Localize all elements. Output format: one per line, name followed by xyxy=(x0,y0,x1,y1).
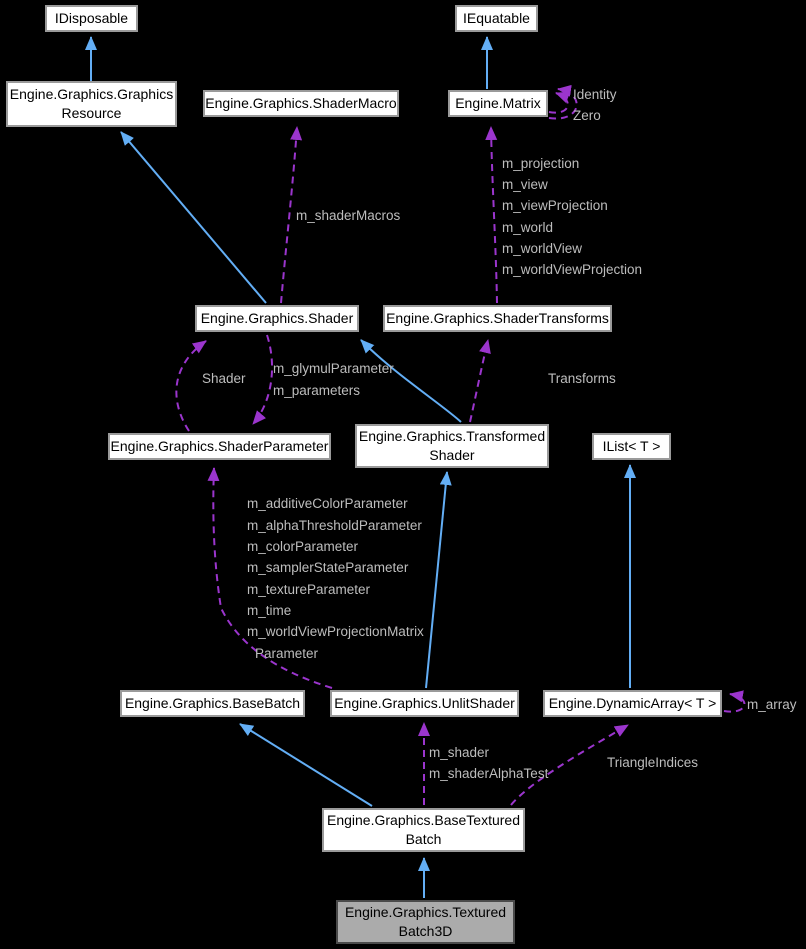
node-label: Shader xyxy=(429,447,475,463)
node-shader-transforms[interactable]: Engine.Graphics.ShaderTransforms xyxy=(383,305,612,332)
edge-label-identity: Identity xyxy=(573,87,617,102)
edge-shaderparameter-shader xyxy=(175,340,207,432)
edge-label-m-parameters: m_parameters xyxy=(273,383,361,398)
edge-label-m-projection: m_projection xyxy=(502,156,580,171)
node-shader[interactable]: Engine.Graphics.Shader xyxy=(195,305,359,332)
edge-label-m-world: m_world xyxy=(502,220,554,235)
node-shader-macro[interactable]: Engine.Graphics.ShaderMacro xyxy=(203,90,399,117)
edge-matrix-self-zero xyxy=(548,84,578,120)
node-label: IEquatable xyxy=(463,10,530,26)
node-unlit-shader[interactable]: Engine.Graphics.UnlitShader xyxy=(330,690,519,717)
edge-label-m-color-parameter: m_colorParameter xyxy=(247,539,359,554)
edge-label-zero: Zero xyxy=(573,108,601,123)
edge-label-m-additive-color-parameter: m_additiveColorParameter xyxy=(247,496,408,511)
node-label: Engine.Graphics.ShaderTransforms xyxy=(386,310,609,326)
node-label: IDisposable xyxy=(54,10,129,26)
node-label: Engine.Graphics.Textured xyxy=(344,904,507,920)
edge-label-m-glymul-parameter: m_glymulParameter xyxy=(273,361,394,376)
edge-unlitshader-shaderparameter xyxy=(207,467,333,689)
node-label: Engine.Graphics.Graphics xyxy=(9,86,174,102)
edge-label-m-texture-parameter: m_textureParameter xyxy=(247,582,371,597)
edge-label-transforms: Transforms xyxy=(548,371,616,386)
edge-label-m-sampler-state-parameter: m_samplerStateParameter xyxy=(247,560,409,575)
edge-label-m-view: m_view xyxy=(502,177,548,192)
node-label: Resource xyxy=(61,105,122,121)
node-dynamic-array[interactable]: Engine.DynamicArray< T > xyxy=(543,690,722,717)
edge-unlitshader-transformedshader xyxy=(425,471,452,689)
edge-label-m-view-projection: m_viewProjection xyxy=(502,198,608,213)
node-label: Engine.Graphics.BaseBatch xyxy=(124,695,301,711)
edge-label-m-world-view-projection: m_worldViewProjection xyxy=(502,262,643,277)
edge-label-m-world-view-projection-matrix: m_worldViewProjectionMatrix xyxy=(247,624,424,639)
edge-label-m-alpha-threshold-parameter: m_alphaThresholdParameter xyxy=(247,518,422,533)
node-textured-batch-3d[interactable]: Engine.Graphics.Textured Batch3D xyxy=(336,900,515,944)
edge-label-triangle-indices: TriangleIndices xyxy=(607,755,699,770)
edge-matrix-self-identity xyxy=(548,91,571,114)
edge-label-m-time: m_time xyxy=(247,603,292,618)
node-label: Engine.Graphics.BaseTextured xyxy=(327,812,520,828)
edge-label-m-array: m_array xyxy=(747,697,797,712)
node-ilist[interactable]: IList< T > xyxy=(592,433,671,460)
edge-label-m-world-view: m_worldView xyxy=(502,241,583,256)
edge-shader-shadermacro xyxy=(280,126,303,304)
node-idisposable[interactable]: IDisposable xyxy=(45,5,138,32)
edge-transformedshader-shadertransforms xyxy=(469,339,491,423)
edge-shader-graphicsresource xyxy=(120,131,267,304)
edge-label-m-shader: m_shader xyxy=(429,745,490,760)
node-label: Engine.Graphics.Shader xyxy=(200,310,354,326)
node-label: Engine.Graphics.ShaderParameter xyxy=(110,438,329,454)
edge-label-shader: Shader xyxy=(202,371,246,386)
edge-shader-shaderparameter xyxy=(252,334,273,425)
node-label: Engine.Graphics.ShaderMacro xyxy=(205,95,397,111)
node-label: Batch3D xyxy=(398,923,453,939)
node-label: Batch xyxy=(405,831,442,847)
node-label: Engine.Graphics.Transformed xyxy=(358,428,546,444)
node-matrix[interactable]: Engine.Matrix xyxy=(448,90,548,117)
node-iequatable[interactable]: IEquatable xyxy=(455,5,538,32)
node-label: Engine.Matrix xyxy=(455,95,541,111)
edge-dynamicarray-self-marray xyxy=(723,690,746,713)
node-shader-parameter[interactable]: Engine.Graphics.ShaderParameter xyxy=(108,433,331,460)
edge-shadertransforms-matrix xyxy=(485,126,498,304)
node-label: Engine.Graphics.UnlitShader xyxy=(334,695,515,711)
node-base-textured-batch[interactable]: Engine.Graphics.BaseTextured Batch xyxy=(322,808,525,852)
node-transformed-shader[interactable]: Engine.Graphics.Transformed Shader xyxy=(355,424,549,468)
node-label: IList< T > xyxy=(602,438,661,454)
edge-basetexturedbatch-basebatch xyxy=(239,723,373,807)
node-base-batch[interactable]: Engine.Graphics.BaseBatch xyxy=(120,690,305,717)
edge-label-parameter-wrap: Parameter xyxy=(255,646,319,661)
node-graphics-resource[interactable]: Engine.Graphics.Graphics Resource xyxy=(6,81,177,127)
edge-label-m-shader-alpha-test: m_shaderAlphaTest xyxy=(429,766,549,781)
node-label: Engine.DynamicArray< T > xyxy=(548,695,717,711)
edge-label-m-shader-macros: m_shaderMacros xyxy=(296,208,401,223)
edge-basetexturedbatch-dynamicarray xyxy=(510,724,629,806)
edge-transformedshader-shader xyxy=(360,339,462,423)
